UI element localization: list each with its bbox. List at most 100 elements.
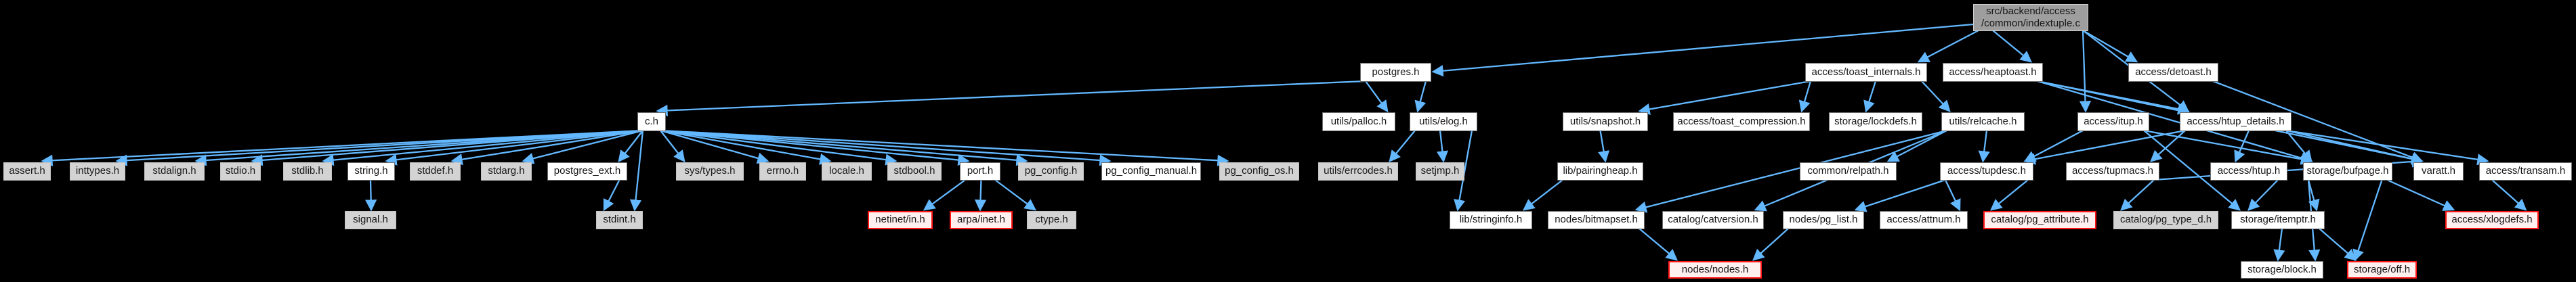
edge-port-to-netinet (923, 179, 966, 211)
edge-detoast-to-varatt (2212, 80, 2424, 163)
node-catversion[interactable]: catalog/catversion.h (1662, 211, 1764, 229)
node-snapshot[interactable]: utils/snapshot.h (1563, 112, 1648, 131)
node-setjmp[interactable]: setjmp.h (1416, 162, 1464, 181)
edge-bitmapset-to-nodes (1639, 228, 1678, 261)
edge-indextuple-to-toast_internals (1917, 29, 1979, 63)
node-pg-attribute[interactable]: catalog/pg_attribute.h (1983, 211, 2096, 229)
node-postgres-ext[interactable]: postgres_ext.h (547, 162, 627, 181)
node-indextuple[interactable]: src/backend/access /common/indextuple.c (1973, 4, 2088, 31)
node-itup[interactable]: access/itup.h (2077, 112, 2149, 131)
edge-pg_list-to-nodes (1752, 228, 1789, 261)
edge-c-to-port (660, 129, 970, 166)
node-stdarg[interactable]: stdarg.h (481, 162, 532, 181)
edge-relcache-to-bitmapset (1634, 129, 1947, 213)
edge-postgres_ext-to-stdint (603, 179, 620, 212)
node-tupmacs[interactable]: access/tupmacs.h (2066, 162, 2159, 181)
edge-toast_internals-to-toast_compression (1798, 80, 1812, 113)
node-off[interactable]: storage/off.h (2347, 261, 2417, 279)
node-block[interactable]: storage/block.h (2241, 261, 2323, 279)
edge-tupdesc-to-pg_attribute (1989, 179, 2029, 211)
node-tupdesc[interactable]: access/tupdesc.h (1940, 162, 2033, 181)
node-systypes[interactable]: sys/types.h (676, 162, 744, 181)
node-transam[interactable]: access/transam.h (2479, 162, 2572, 181)
node-elog[interactable]: utils/elog.h (1410, 112, 1477, 131)
node-htup-details[interactable]: access/htup_details.h (2180, 112, 2292, 131)
edge-toast_internals-to-relcache (1921, 80, 1951, 112)
node-heaptoast[interactable]: access/heaptoast.h (1943, 63, 2043, 82)
node-nodes[interactable]: nodes/nodes.h (1668, 261, 1762, 279)
edge-c-to-stdbool (660, 129, 898, 166)
node-pg-list[interactable]: nodes/pg_list.h (1783, 211, 1864, 229)
edge-port-to-arpa (974, 179, 987, 212)
edge-c-to-systypes (660, 130, 685, 163)
node-toast-internals[interactable]: access/toast_internals.h (1805, 63, 1927, 82)
edge-c-to-stdarg (522, 129, 643, 164)
edge-postgres-to-palloc (1365, 80, 1389, 113)
edge-c-to-stdlib (322, 129, 643, 166)
edge-postgres-to-c (656, 80, 1366, 117)
node-stringinfo[interactable]: lib/stringinfo.h (1450, 211, 1532, 229)
edge-pairingheap-to-stringinfo (1522, 179, 1563, 211)
edge-bufpage-to-off (2352, 179, 2383, 262)
edge-tupdesc-to-pg_list (1854, 179, 1946, 212)
node-ctype[interactable]: ctype.h (1027, 211, 1076, 229)
edge-elog-to-setjmp (1436, 130, 1448, 163)
edge-htup_details-to-transam (2285, 129, 2489, 166)
node-htup[interactable]: access/htup.h (2210, 162, 2287, 181)
node-bufpage[interactable]: storage/bufpage.h (2303, 162, 2392, 181)
edge-c-to-stdio (251, 129, 643, 166)
node-stdbool[interactable]: stdbool.h (887, 162, 942, 181)
edge-tupdesc-to-attnum (1944, 179, 1961, 212)
node-attnum[interactable]: access/attnum.h (1880, 211, 1968, 229)
node-postgres[interactable]: postgres.h (1360, 63, 1431, 82)
node-stdalign[interactable]: stdalign.h (144, 162, 205, 181)
node-relpath[interactable]: common/relpath.h (1800, 162, 1897, 181)
node-detoast[interactable]: access/detoast.h (2128, 63, 2218, 82)
edge-c-to-postgres_ext (618, 130, 643, 163)
node-errcodes[interactable]: utils/errcodes.h (1318, 162, 1398, 181)
edge-htup-to-itemptr (2247, 179, 2279, 211)
node-varatt[interactable]: varatt.h (2413, 162, 2464, 181)
node-pg-config[interactable]: pg_config.h (1018, 162, 1084, 181)
node-port[interactable]: port.h (960, 162, 1000, 181)
node-stdint[interactable]: stdint.h (596, 211, 643, 229)
node-toast-compression[interactable]: access/toast_compression.h (1673, 112, 1810, 131)
edge-c-to-locale (660, 129, 832, 165)
edge-relcache-to-relpath (1886, 129, 1947, 162)
node-pairingheap[interactable]: lib/pairingheap.h (1557, 162, 1643, 181)
node-c[interactable]: c.h (637, 112, 666, 131)
node-itemptr[interactable]: storage/itemptr.h (2231, 211, 2325, 229)
node-pg-config-manual[interactable]: pg_config_manual.h (1101, 162, 1201, 181)
node-string[interactable]: string.h (347, 162, 395, 181)
node-bitmapset[interactable]: nodes/bitmapset.h (1548, 211, 1645, 229)
node-xlogdefs[interactable]: access/xlogdefs.h (2445, 211, 2539, 229)
edge-c-to-stddef (450, 129, 643, 166)
node-palloc[interactable]: utils/palloc.h (1322, 112, 1395, 131)
node-arpa[interactable]: arpa/inet.h (950, 211, 1013, 229)
edge-toast_internals-to-lockdefs (1863, 80, 1877, 113)
node-errno[interactable]: errno.h (759, 162, 806, 181)
edge-c-to-stdint (629, 130, 644, 212)
edge-itup-to-tupdesc (2023, 129, 2084, 162)
node-locale[interactable]: locale.h (822, 162, 872, 181)
node-signal[interactable]: signal.h (345, 211, 396, 229)
node-assert[interactable]: assert.h (3, 162, 51, 181)
node-relcache[interactable]: utils/relcache.h (1941, 112, 2025, 131)
node-inttypes[interactable]: inttypes.h (70, 162, 125, 181)
node-lockdefs[interactable]: storage/lockdefs.h (1829, 112, 1922, 131)
node-stddef[interactable]: stddef.h (410, 162, 461, 181)
node-pg-type-d[interactable]: catalog/pg_type_d.h (2113, 211, 2218, 229)
edge-indextuple-to-detoast (2082, 30, 2138, 63)
node-stdio[interactable]: stdio.h (220, 162, 261, 181)
node-stdlib[interactable]: stdlib.h (283, 162, 332, 181)
node-pg-config-os[interactable]: pg_config_os.h (1219, 162, 1299, 181)
edge-bufpage-to-xlogdefs (2386, 179, 2455, 211)
edge-bufpage-to-itemptr (2307, 179, 2320, 212)
edge-itup-to-itemptr (2143, 130, 2241, 211)
edge-indextuple-to-postgres (1431, 23, 1974, 77)
edge-c-to-pg_config_os (660, 129, 1229, 166)
node-netinet[interactable]: netinet/in.h (868, 211, 933, 229)
edge-itemptr-to-off (2319, 228, 2357, 261)
